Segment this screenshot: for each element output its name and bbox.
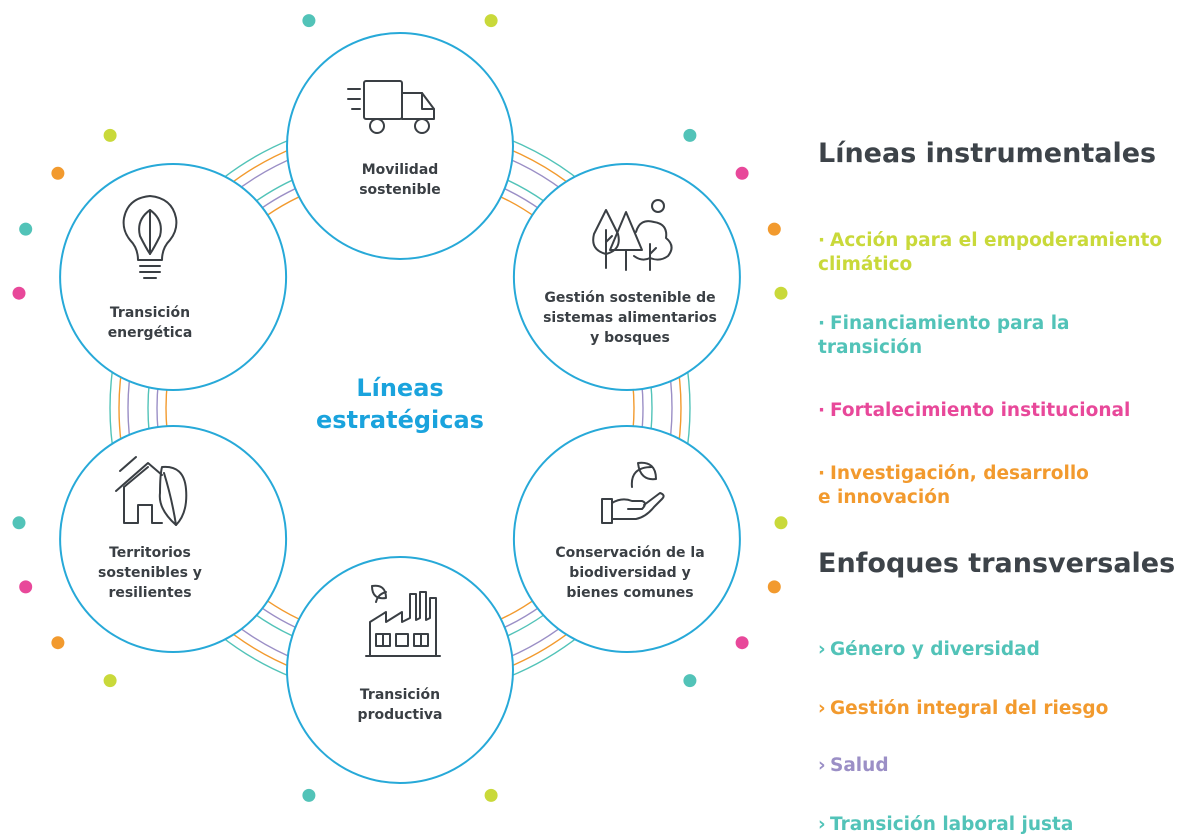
item-text: Gestión integral del riesgo bbox=[830, 698, 1109, 719]
decorative-dot bbox=[103, 128, 117, 142]
instrumental-item-investigacion: ·Investigación, desarrollo e innovación bbox=[818, 438, 1089, 510]
transversal-approaches-title: Enfoques transversales bbox=[818, 548, 1176, 579]
decorative-dot bbox=[767, 222, 781, 236]
decorative-dot bbox=[683, 674, 697, 688]
house-leaf-icon bbox=[115, 456, 188, 526]
item-text: Salud bbox=[830, 755, 889, 776]
legend-panel: Líneas instrumentales ·Acción para el em… bbox=[818, 0, 1190, 835]
item-marker: › bbox=[818, 639, 826, 660]
node-label-transicion-energetica: Transición energética bbox=[107, 305, 193, 341]
lightbulb-icon bbox=[122, 195, 178, 279]
node-label-transicion-productiva: Transición productiva bbox=[357, 687, 443, 723]
decorative-dot bbox=[19, 580, 33, 594]
item-marker: › bbox=[818, 755, 826, 776]
item-text: Investigación, desarrollo e innovación bbox=[818, 463, 1089, 508]
decorative-dot bbox=[767, 580, 781, 594]
decorative-dot bbox=[302, 14, 316, 28]
decorative-dot bbox=[683, 128, 697, 142]
node-circle-1 bbox=[286, 32, 514, 260]
item-marker: · bbox=[818, 463, 826, 484]
decorative-dot bbox=[12, 516, 26, 530]
item-text: Acción para el empoderamiento climático bbox=[818, 230, 1163, 275]
item-marker: · bbox=[818, 400, 826, 421]
decorative-dot bbox=[302, 788, 316, 802]
node-circle-5 bbox=[59, 425, 288, 653]
center-title: Líneas estratégicas bbox=[316, 374, 484, 434]
instrumental-lines-title: Líneas instrumentales bbox=[818, 138, 1157, 169]
item-marker: · bbox=[818, 313, 826, 334]
factory-icon bbox=[365, 584, 441, 657]
item-text: Género y diversidad bbox=[830, 639, 1040, 660]
decorative-dot bbox=[735, 166, 749, 180]
transversal-item-salud: ›Salud bbox=[818, 730, 889, 778]
decorative-dot bbox=[484, 788, 498, 802]
node-label-movilidad: Movilidad sostenible bbox=[359, 162, 441, 198]
decorative-dot bbox=[103, 674, 117, 688]
decorative-dot bbox=[12, 286, 26, 300]
decorative-dot bbox=[735, 636, 749, 650]
node-circle-4 bbox=[286, 556, 514, 784]
item-text: Transición laboral justa bbox=[830, 814, 1074, 835]
node-circle-6 bbox=[59, 163, 288, 391]
instrumental-item-financiamiento: ·Financiamiento para la transición bbox=[818, 288, 1070, 360]
node-label-territorios: Territorios sostenibles y resilientes bbox=[98, 545, 202, 601]
decorative-dot bbox=[774, 516, 788, 530]
decorative-dot bbox=[51, 166, 65, 180]
diagram-graphic bbox=[12, 14, 788, 802]
decorative-dot bbox=[774, 286, 788, 300]
instrumental-item-fortalecimiento: ·Fortalecimiento institucional bbox=[818, 375, 1130, 423]
decorative-dot bbox=[19, 222, 33, 236]
transversal-item-laboral: ›Transición laboral justa bbox=[818, 789, 1073, 837]
item-text: Financiamiento para la transición bbox=[818, 313, 1070, 358]
forest-icon bbox=[592, 199, 673, 271]
transversal-item-riesgo: ›Gestión integral del riesgo bbox=[818, 673, 1108, 721]
item-marker: › bbox=[818, 698, 826, 719]
truck-icon bbox=[347, 80, 435, 134]
decorative-dot bbox=[51, 636, 65, 650]
strategic-lines-diagram: Líneas estratégicas Movilidad sostenible… bbox=[12, 14, 788, 802]
node-circle-3 bbox=[512, 425, 741, 653]
node-circle-2 bbox=[512, 163, 741, 391]
item-marker: · bbox=[818, 230, 826, 251]
hand-leaf-icon bbox=[601, 461, 665, 524]
node-label-conservacion: Conservación de la biodiversidad y biene… bbox=[555, 545, 705, 601]
instrumental-item-empoderamiento: ·Acción para el empoderamiento climático bbox=[818, 205, 1162, 277]
node-label-gestion: Gestión sostenible de sistemas alimentar… bbox=[543, 290, 717, 346]
item-text: Fortalecimiento institucional bbox=[830, 400, 1131, 421]
transversal-item-genero: ›Género y diversidad bbox=[818, 614, 1040, 662]
item-marker: › bbox=[818, 814, 826, 835]
decorative-dot bbox=[484, 14, 498, 28]
